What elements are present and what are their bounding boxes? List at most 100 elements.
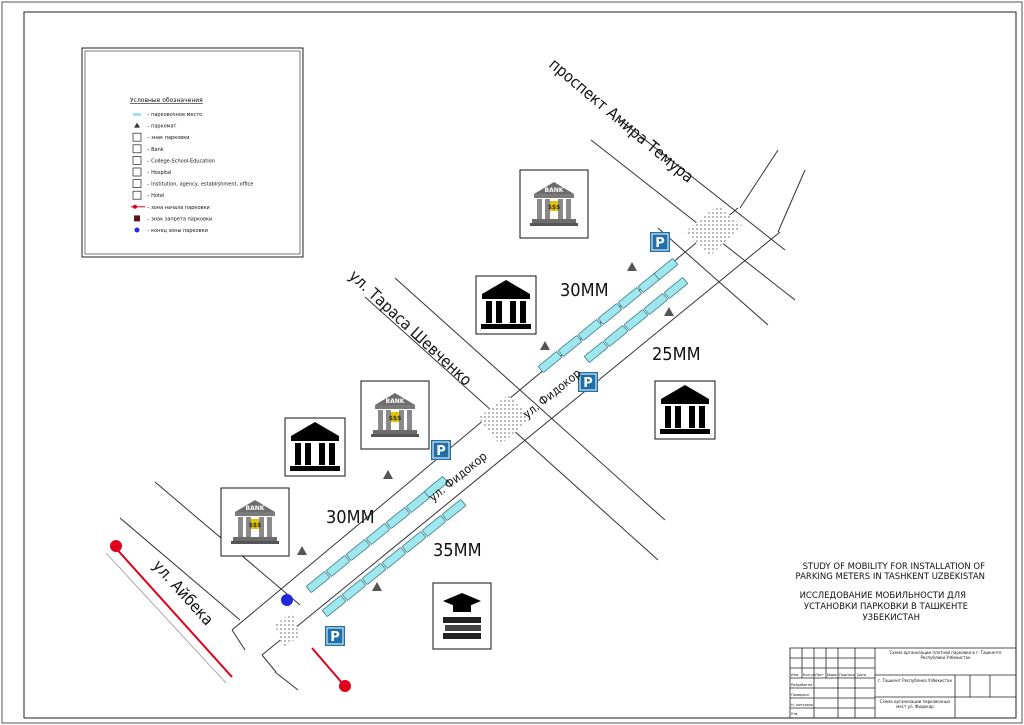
stamp-header: Кол.уч [803,673,815,677]
legend-item-label: – парковочное место [147,112,202,118]
svg-text:P: P [655,236,665,251]
zone-start-marker [339,680,351,692]
legend-item: – знак парковки [132,132,190,142]
legend-item: – конец зоны парковки [134,227,208,234]
svg-text:$$$: $$$ [249,522,262,529]
parking-count-lower-left: 30ММ [326,507,375,528]
zone-end-icon [134,227,140,233]
legend-item: – паркомат [134,122,177,130]
zone-start-marker [110,540,122,552]
parking-count-lower-right: 35ММ [433,540,482,561]
legend-item-label: – зона начала парковки [147,205,210,211]
parking-sign-1: P [649,231,671,253]
svg-text:P: P [583,376,593,391]
title-ru-line-3: УЗБЕКИСТАН [862,613,920,623]
svg-text:BANK: BANK [545,187,564,194]
legend-title: Условные обозначения [130,97,203,104]
hotel-icon [132,190,142,200]
parking-meter-icon [134,122,140,128]
legend-item-label: – знак парковки [147,135,190,141]
parking-meter-icon [627,262,637,271]
legend-item: – знак запрета парковки [134,215,212,222]
stamp-top-title: Схема организации платной парковки в г. … [890,650,1002,660]
education-icon [132,156,142,165]
parking-meter-icon [383,470,393,479]
institution-icon [132,179,142,188]
legend-item: – Bank [132,144,164,154]
stamp-header: Подпись [839,673,855,677]
stamp-role: Разработал [791,683,812,687]
legend-item-label: – Institution, agency, establishment, of… [147,182,253,188]
parking-sign-4: P [324,625,346,647]
stamp-bottom: Схема организации парковочных мест ул. Ф… [880,699,951,709]
no-parking-sign-icon [134,215,140,222]
drawing-stamp [789,647,1017,719]
parking-space-icon [133,113,141,116]
legend-item: – Institution, agency, establishment, of… [132,179,253,188]
stamp-middle: г. Ташкент Республика Узбекистан [878,678,952,683]
title-ru-line-1: ИССЛЕДОВАНИЕ МОБИЛЬНОСТИ ДЛЯ [800,591,967,601]
legend-item-label: – паркомат [147,124,177,130]
legend-item-label: – Hospital [147,170,172,176]
parking-meter-icon [372,582,382,591]
title-en-line-1: STUDY OF MOBILITY FOR INSTALLATION OF [803,562,986,572]
parking-count-upper-left: 30ММ [560,280,609,301]
stamp-role: Проверил [791,693,809,697]
bank-icon: BANK $$$ [360,380,430,450]
stamp-header: Изм. [791,673,799,677]
legend-item-label: – College-School-Education [147,158,215,164]
legend-item: – College-School-Education [132,156,215,165]
stamp-header: Дата [857,673,866,677]
legend-item: – зона начала парковки [131,204,210,211]
title-en-line-2: PARKING METERS IN TASHKENT UZBEKISTAN [796,572,985,582]
svg-text:P: P [436,444,446,459]
bank-icon: BANK $$$ [220,487,290,557]
legend-item: – парковочное место [133,112,202,118]
bank-icon: BANK $$$ [519,169,589,239]
parking-meter-icon [664,307,674,316]
institution-icon [654,380,716,440]
svg-text:P: P [330,630,340,645]
legend-item: – Hotel [132,190,164,200]
street-label-fidokor: ул. Фидокор [520,366,584,421]
bank-icon [132,144,142,154]
title-block-ru: ИССЛЕДОВАНИЕ МОБИЛЬНОСТИ ДЛЯ УСТАНОВКИ П… [800,591,968,623]
parking-meter-icon [297,546,307,555]
stamp-role: Н. контроль [791,703,813,707]
parking-sign-icon [132,132,142,142]
svg-text:BANK: BANK [246,505,265,512]
title-block-en: STUDY OF MOBILITY FOR INSTALLATION OF PA… [796,562,986,582]
street-label-shevchenko: ул. Тараса Шевченко [345,266,476,390]
institution-icon [284,417,346,477]
street-label-amir-temur: проспект Амира Темура [545,55,697,187]
legend-item-label: – конец зоны парковки [147,228,208,234]
legend-items: – парковочное место – паркомат – знак парк… [131,112,253,234]
parking-meters [297,262,674,591]
parking-sign-2: P [577,371,599,393]
title-ru-line-2: УСТАНОВКИ ПАРКОВКИ В ТАШКЕНТЕ [804,602,968,612]
svg-text:$$$: $$$ [389,415,402,422]
svg-text:BANK: BANK [386,398,405,405]
legend: Условные обозначения – парковочное место… [81,47,304,258]
legend-item-label: – знак запрета парковки [147,216,212,222]
legend-item-label: – Bank [147,147,164,153]
education-icon [432,582,492,650]
crosswalks [275,205,742,648]
zone-line-icon [131,204,145,209]
svg-text:$$$: $$$ [548,204,561,211]
stamp-text: Изм. Кол.уч Лист №док Подпись Дата Разра… [791,673,866,716]
legend-item-label: – Hotel [147,193,164,199]
stamp-header: Лист [815,673,824,677]
parking-meter-icon [540,341,550,350]
hospital-icon [132,167,142,177]
parking-count-upper-right: 25ММ [652,344,701,365]
stamp-header: №док [827,673,837,677]
legend-item: – Hospital [132,167,172,177]
institution-icon [475,275,537,335]
zone-start-line [105,540,351,692]
parking-sign-3: P [430,439,452,461]
stamp-role: Утв. [791,712,798,716]
zone-end-marker [281,594,293,606]
